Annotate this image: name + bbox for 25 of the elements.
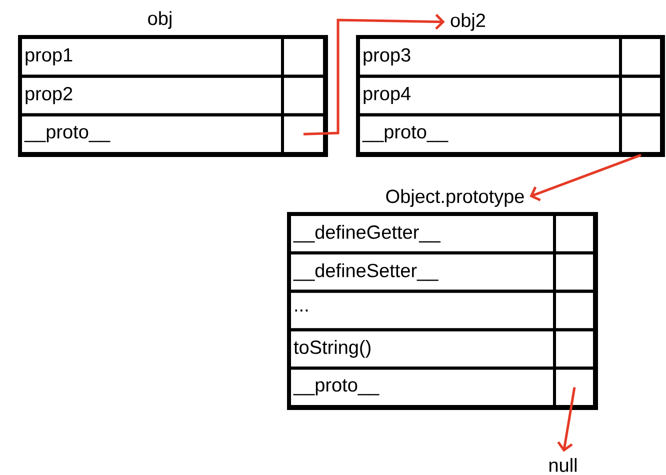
arrow bbox=[303, 14, 445, 136]
arrow bbox=[557, 387, 576, 452]
value-cell bbox=[553, 366, 596, 408]
value-cell bbox=[619, 74, 663, 116]
value-cell bbox=[619, 113, 663, 155]
property-row: __defineSetter__ bbox=[288, 251, 556, 293]
property-row: __proto__ bbox=[357, 113, 622, 155]
table-title: obj bbox=[148, 11, 172, 29]
value-cell bbox=[281, 113, 326, 155]
property-row: prop4 bbox=[357, 74, 622, 116]
value-cell bbox=[281, 74, 326, 116]
property-row: prop2 bbox=[19, 74, 284, 116]
property-row: ... bbox=[288, 290, 556, 332]
property-row: prop1 bbox=[19, 36, 284, 78]
property-row: __defineGetter__ bbox=[288, 213, 556, 254]
value-cell bbox=[553, 213, 596, 254]
property-row: __proto__ bbox=[19, 113, 284, 155]
table-title: Object.prototype bbox=[386, 189, 524, 207]
value-label: null bbox=[549, 458, 576, 472]
property-row: toString() bbox=[288, 328, 556, 370]
property-row: __proto__ bbox=[288, 366, 556, 408]
table-title: obj2 bbox=[450, 13, 485, 31]
value-cell bbox=[553, 251, 596, 293]
property-row: prop3 bbox=[357, 36, 622, 78]
arrow bbox=[530, 154, 642, 202]
